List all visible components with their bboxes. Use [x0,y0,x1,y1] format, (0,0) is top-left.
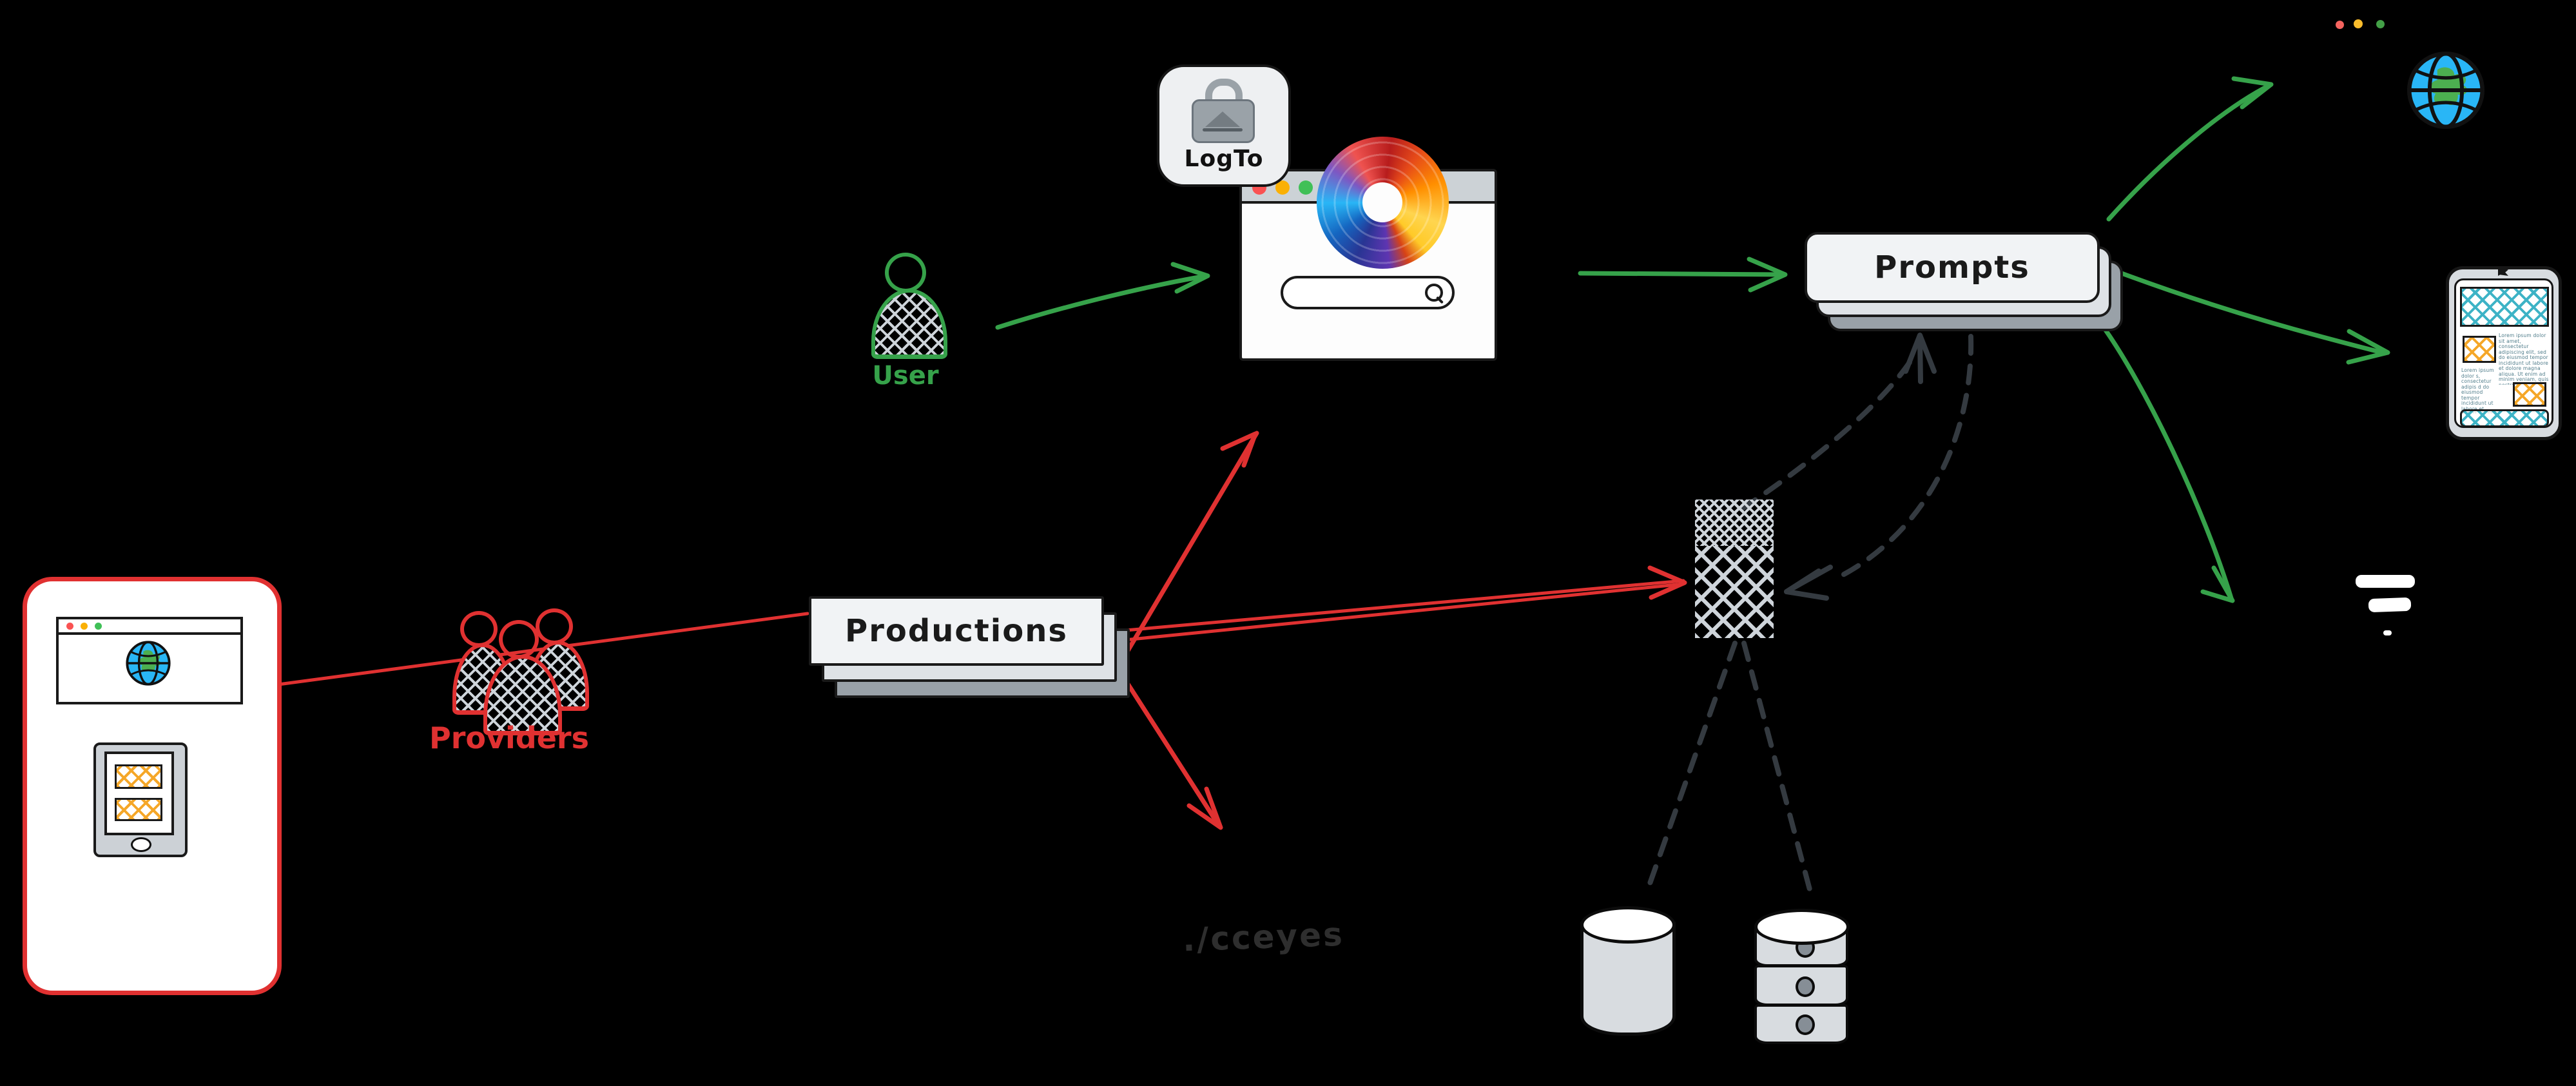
maximize-traffic-light-icon [1299,180,1313,195]
lock-icon [1192,79,1256,143]
mobile-preview: Lorem ipsum dolor sit amet, consectetur … [2446,266,2562,440]
prompts-box: Prompts [1805,232,2127,335]
arrow-productions-to-filter [1116,565,1687,643]
user-person-icon [871,253,947,359]
arrow-productions-up [1122,431,1259,659]
globe-icon [2407,51,2485,130]
user-label: User [872,361,939,391]
mini-tablet-screen [104,751,174,835]
arrow-prompts-to-globe [2106,76,2274,222]
image-placeholder-block [2513,382,2546,407]
productions-label: Productions [845,613,1068,649]
banner-placeholder-block [2460,287,2549,327]
yellow-dot-icon [2354,19,2363,28]
arrow-productions-down [1124,679,1223,830]
dashed-filter-to-prompts [1739,333,1937,512]
arrow-prompts-to-phone [2119,271,2390,365]
provider-apps-card [23,577,282,995]
red-dot-icon [2336,21,2344,29]
json-braces-glyph: { } [1580,955,2576,999]
footer-placeholder-block [2460,409,2549,426]
phone-notch [2498,268,2508,276]
mini-browser-thumbnail [56,617,243,704]
home-button [131,837,151,852]
lorem-text-block: Lorem ipsum dolor sit amet, consectetur … [2499,333,2549,385]
image-placeholder-block [2463,336,2496,363]
dashed-prompts-to-filter [1784,334,1974,601]
watermark-text: ./cceyes [1182,915,1345,959]
arrow-browser-to-prompts [1578,257,1788,293]
green-dot-icon [2376,20,2385,28]
phone-screen: Lorem ipsum dolor sit amet, consectetur … [2454,278,2553,428]
productions-box: Productions [809,596,1131,703]
image-placeholder-block [115,764,162,789]
providers-label: Providers [429,721,589,755]
firefox-logo-icon [1317,137,1449,269]
yellow-dot-icon [81,623,88,630]
productions-face: Productions [809,596,1104,666]
mini-tablet-thumbnail [93,742,188,857]
dashed-filter-to-stackdb [1741,641,1812,892]
provider-person-icon [483,620,562,735]
dashed-filter-to-jsondb [1645,641,1738,893]
prompts-label: Prompts [1874,249,2030,286]
red-dot-icon [66,623,73,630]
prompts-face: Prompts [1805,232,2100,303]
logto-label: LogTo [1184,146,1264,172]
disk-dot-icon [1796,1014,1815,1035]
minimize-traffic-light-icon [1275,180,1290,195]
ingest-filter-hatch [1695,499,1774,638]
globe-icon [126,641,171,686]
lorem-text-block: Lorem ipsum dolor s, consectetur adipis … [2461,368,2496,413]
mini-browser-titlebar [59,619,240,635]
search-icon [1425,284,1443,302]
disk-dot-icon [1796,976,1815,997]
provider-person-icon [527,608,589,711]
green-dot-icon [95,623,102,630]
arrow-user-to-browser [995,262,1210,330]
search-bar [1281,276,1455,309]
logto-card: LogTo [1157,64,1291,187]
arrow-prompts-to-response [2100,323,2235,603]
image-placeholder-block [115,798,162,821]
